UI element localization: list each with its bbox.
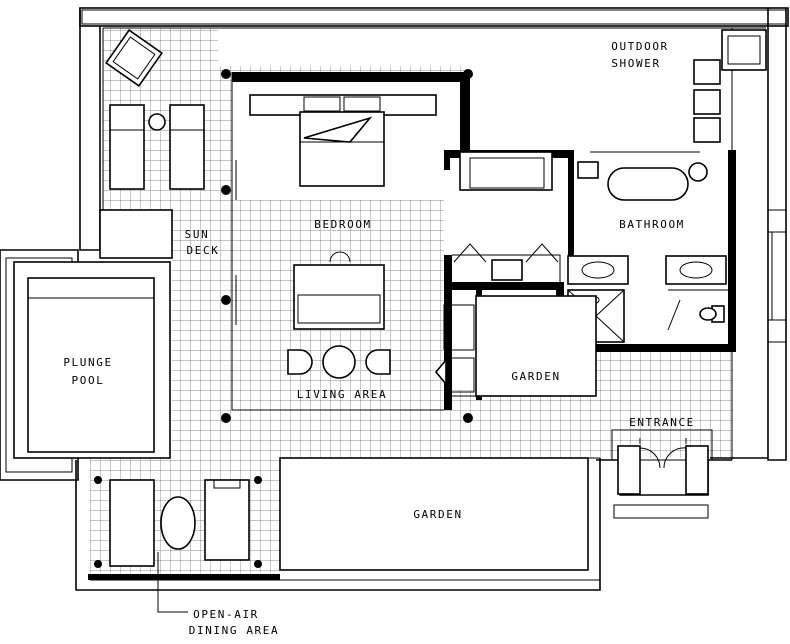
outdoor-shower-label-2: SHOWER xyxy=(611,57,660,70)
dining-label-2: DINING AREA xyxy=(189,624,279,637)
outdoor-shower xyxy=(693,29,767,143)
outdoor-shower-label-1: OUTDOOR xyxy=(611,40,669,53)
bedroom-label: BEDROOM xyxy=(314,218,372,231)
bedroom-living xyxy=(221,69,572,423)
room-labels: OUTDOOR SHOWER BEDROOM BATHROOM SUN DECK… xyxy=(63,40,695,637)
entrance xyxy=(596,429,732,519)
living-area-label: LIVING AREA xyxy=(297,388,387,401)
bathroom-label: BATHROOM xyxy=(619,218,685,231)
entrance-label: ENTRANCE xyxy=(629,416,695,429)
dining-area xyxy=(94,476,262,613)
inner-garden-label: GARDEN xyxy=(511,370,560,383)
sun-deck-label-1: SUN xyxy=(185,228,210,241)
plunge-pool-label-2: POOL xyxy=(72,374,105,387)
main-garden-label: GARDEN xyxy=(413,508,462,521)
plunge-pool-label-1: PLUNGE xyxy=(63,356,112,369)
main-garden xyxy=(279,457,600,571)
outer-walls xyxy=(75,7,789,591)
sun-loungers xyxy=(105,29,205,190)
inner-garden xyxy=(452,295,597,397)
plunge-pool xyxy=(0,209,173,481)
sun-deck-label-2: DECK xyxy=(187,244,220,257)
dining-label-1: OPEN-AIR xyxy=(193,608,259,621)
